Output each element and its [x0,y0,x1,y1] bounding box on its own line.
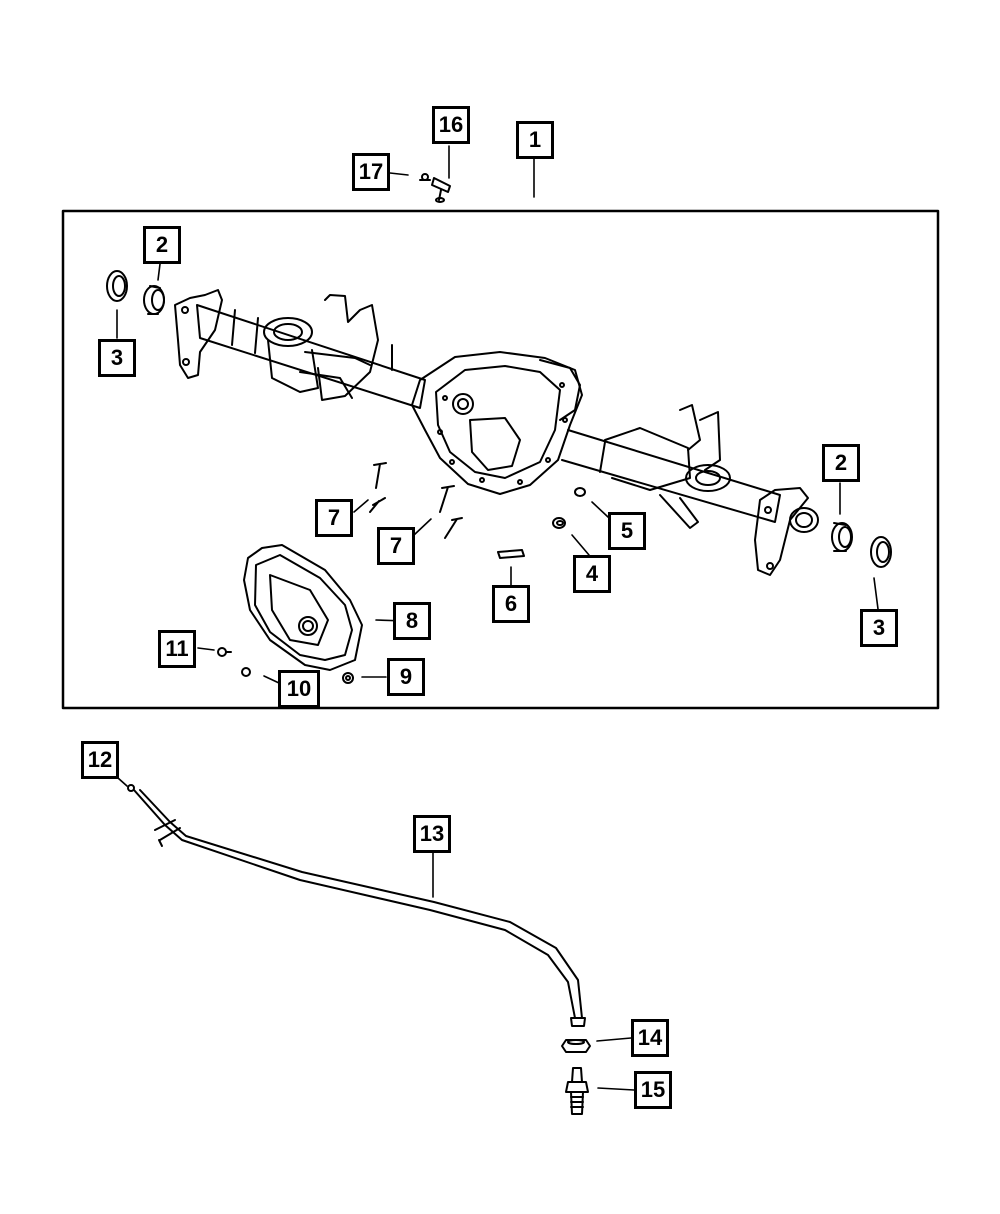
callout-7-lower: 7 [377,527,415,565]
callout-1: 1 [516,121,554,159]
assembly-frame [61,209,940,710]
callout-15: 15 [634,1071,672,1109]
callout-11: 11 [158,630,196,668]
callout-6: 6 [492,585,530,623]
callout-2-right: 2 [822,444,860,482]
plug-9 [342,672,354,684]
callout-13: 13 [413,815,451,853]
callout-10: 10 [278,670,320,708]
callout-3-left: 3 [98,339,136,377]
hose-fitting [565,1067,589,1115]
callout-4: 4 [573,555,611,593]
tag-part [497,549,525,559]
plug-11 [217,647,232,657]
hose-nut [561,1039,591,1053]
bearing-right [831,522,853,552]
callout-5: 5 [608,512,646,550]
callout-2-left: 2 [143,226,181,264]
plug-part [552,517,566,529]
callout-17: 17 [352,153,390,191]
fitting-part [419,173,431,181]
cover-bolts [369,462,463,539]
seal-right [870,536,892,568]
callout-7-upper: 7 [315,499,353,537]
bearing-left [143,285,165,315]
callout-8: 8 [393,602,431,640]
differential-cover [243,544,363,671]
callout-3-right: 3 [860,609,898,647]
plug-small-part [574,487,586,497]
callout-12: 12 [81,741,119,779]
vent-hose [127,784,586,1027]
callout-14: 14 [631,1019,669,1057]
seal-left [106,270,128,302]
callout-16: 16 [432,106,470,144]
leader-lines [116,145,879,1091]
axle-housing [174,289,819,576]
vent-part [431,177,451,203]
plug-10 [241,667,251,677]
callout-9: 9 [387,658,425,696]
